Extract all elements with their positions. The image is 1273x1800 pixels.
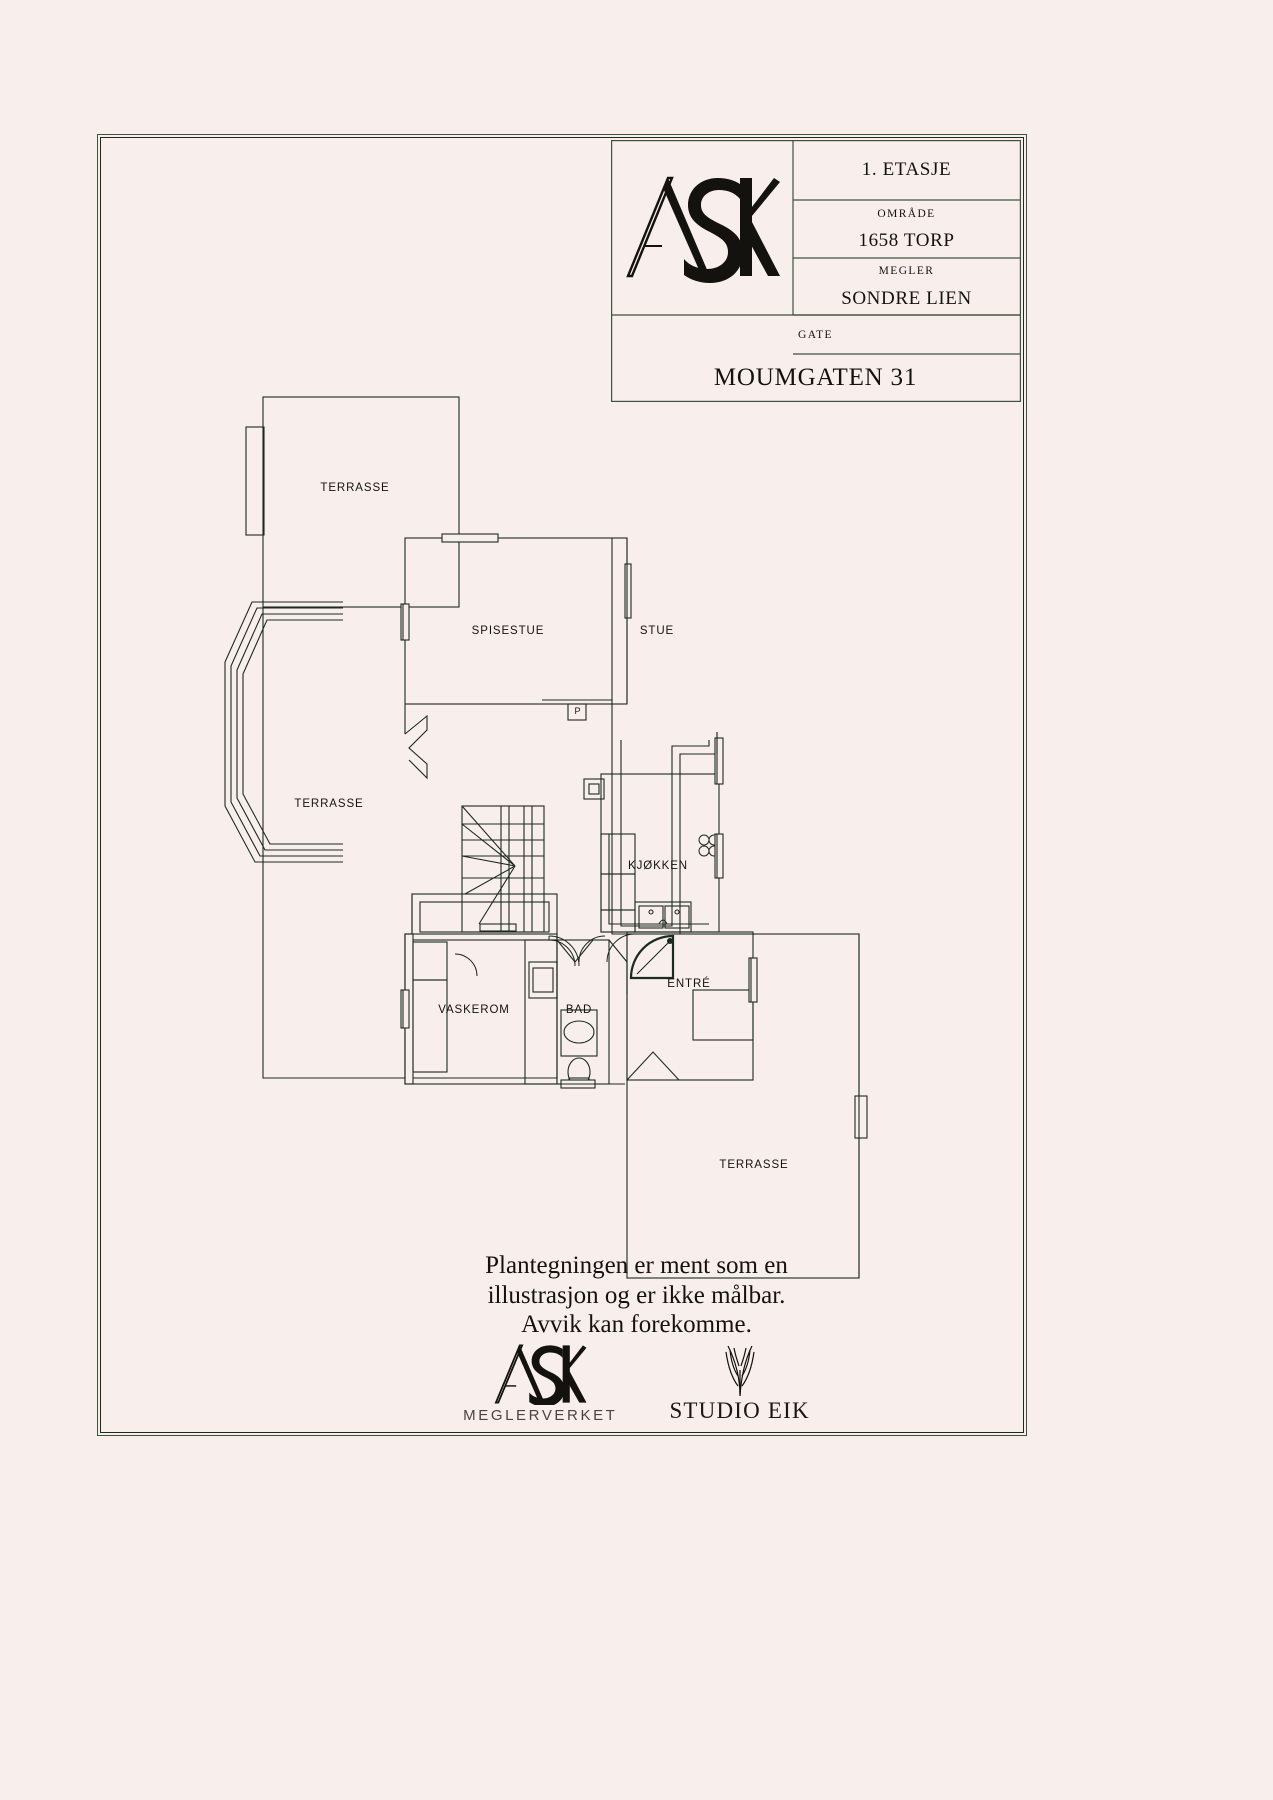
plan-marker-p: P (574, 706, 582, 716)
footer-logos: MEGLERVERKET STUDIO EIK (0, 1340, 1273, 1424)
disclaimer-text: Plantegningen er ment som en illustrasjo… (0, 1251, 1273, 1340)
floor-label: 1. ETASJE (861, 159, 952, 180)
agent-caption: MEGLER (878, 265, 935, 277)
disclaimer-line-3: Avvik kan forekomme. (521, 1311, 752, 1338)
floor-plan-svg (224, 396, 868, 1279)
title-block-grid (611, 140, 1021, 402)
agent-value: SONDRE LIEN (841, 287, 972, 309)
area-caption: OMRÅDE (877, 208, 936, 220)
ask-logo-mark-footer (494, 1344, 587, 1405)
page-border-frame (97, 134, 1027, 1436)
ask-logo (611, 140, 793, 315)
ask-logo-mark (626, 176, 780, 283)
room-label-spisestue: SPISESTUE (471, 625, 545, 637)
oak-leaf-icon (725, 1345, 755, 1397)
street-caption: GATE (798, 328, 833, 341)
room-label-entr-: ENTRÉ (667, 978, 711, 990)
room-label-terrasse: TERRASSE (320, 482, 390, 494)
disclaimer-line-1: Plantegningen er ment som en (485, 1252, 788, 1279)
room-label-terrasse: TERRASSE (719, 1159, 789, 1171)
area-value: 1658 TORP (858, 230, 955, 251)
room-label-stue: STUE (639, 625, 675, 637)
page-border-inner (100, 137, 1024, 1433)
room-label-kj-kken: KJØKKEN (628, 860, 688, 872)
ask-meglerverket-caption: MEGLERVERKET (463, 1407, 618, 1424)
studio-eik-logo: STUDIO EIK (669, 1340, 809, 1424)
street-value: MOUMGATEN 31 (713, 363, 918, 391)
studio-eik-caption: STUDIO EIK (669, 1398, 810, 1423)
floor-plan-drawing (97, 134, 1025, 1434)
room-label-vaskerom: VASKEROM (438, 1004, 510, 1016)
ask-meglerverket-logo: MEGLERVERKET (463, 1343, 617, 1424)
room-label-bad: BAD (565, 1004, 593, 1016)
title-block: 1. ETASJE OMRÅDE 1658 TORP MEGLER SONDRE… (611, 140, 1021, 402)
room-label-terrasse: TERRASSE (294, 798, 364, 810)
disclaimer-line-2: illustrasjon og er ikke målbar. (487, 1281, 786, 1309)
